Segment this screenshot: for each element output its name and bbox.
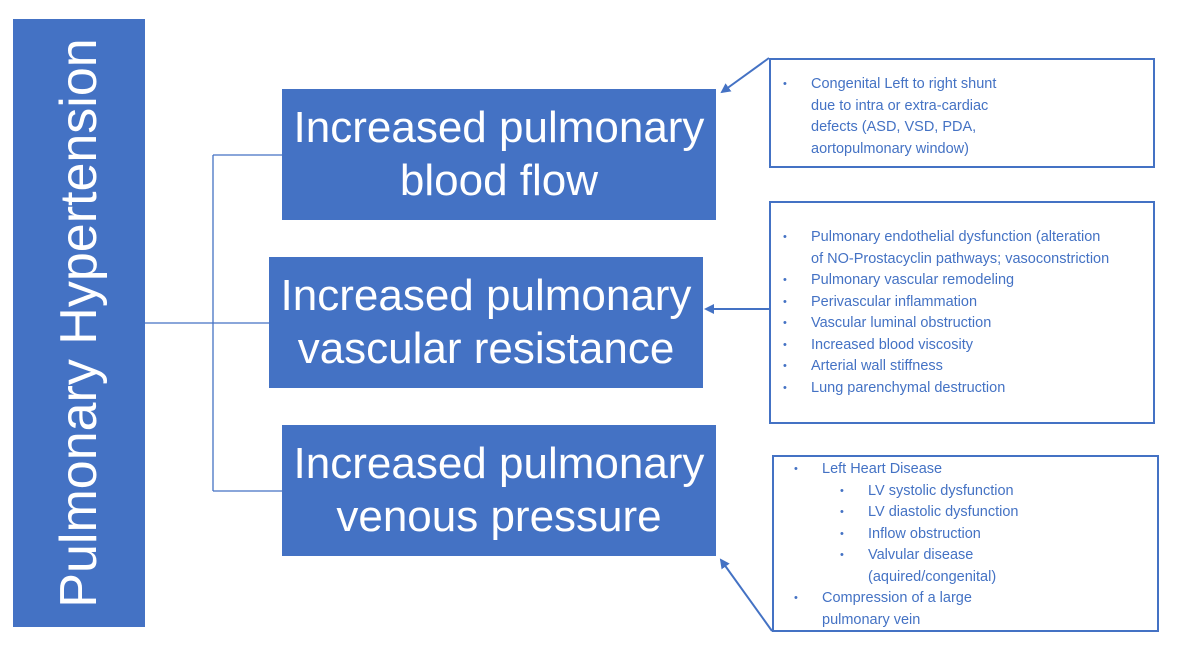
sub-list-item: •Inflow obstruction — [794, 524, 1149, 546]
bullet-icon: • — [840, 506, 844, 518]
bullet-icon: • — [783, 381, 787, 394]
bullet-icon: • — [840, 484, 844, 497]
cause-line: blood flow — [399, 155, 599, 205]
list-item: •Left Heart Disease — [794, 459, 1149, 481]
list-item: •Pulmonary vascular remodeling — [783, 270, 1149, 292]
bullet-icon: • — [840, 527, 844, 540]
cause-line: Increased pulmonary — [293, 438, 705, 488]
arrow-flow — [720, 57, 770, 94]
list-item-continuation: aortopulmonary window) — [811, 140, 969, 157]
cause-line: Increased pulmonary — [280, 270, 692, 320]
bullet-icon: • — [840, 549, 844, 561]
sub-list-item: •LV diastolic dysfunction — [794, 502, 1149, 524]
cause-box-blood-flow: Increased pulmonary blood flow — [282, 89, 716, 220]
detail-box-blood-flow: •Congenital Left to right shunt due to i… — [769, 58, 1155, 168]
bullet-icon: • — [783, 231, 787, 243]
cause-line: vascular resistance — [297, 323, 675, 373]
list-item-continuation: defects (ASD, VSD, PDA, — [811, 119, 977, 135]
sub-list-item-continuation: (aquired/congenital) — [868, 568, 997, 585]
bullet-icon: • — [783, 338, 787, 351]
sub-list-item: •LV systolic dysfunction — [794, 481, 1149, 503]
root-label: Pulmonary Hypertension — [50, 38, 108, 608]
detail-box-venous-pressure: •Left Heart Disease •LV systolic dysfunc… — [772, 455, 1159, 632]
bullet-icon: • — [794, 592, 798, 604]
bullet-icon: • — [783, 78, 787, 90]
bullet-icon: • — [783, 317, 787, 329]
list-item-continuation: due to intra or extra-cardiac — [811, 97, 989, 114]
list-item: •Compression of a large — [794, 588, 1149, 610]
sub-list-item: •Valvular disease — [794, 545, 1149, 567]
list-item: •Pulmonary endothelial dysfunction (alte… — [783, 227, 1149, 249]
list-item-continuation: pulmonary vein — [822, 611, 921, 628]
detail-box-vascular-resistance: •Pulmonary endothelial dysfunction (alte… — [769, 201, 1155, 424]
list-item: •Vascular luminal obstruction — [783, 313, 1149, 335]
list-item-continuation: of NO-Prostacyclin pathways; vasoconstri… — [811, 250, 1110, 267]
tree-bracket — [145, 154, 282, 492]
bullet-icon: • — [794, 463, 798, 475]
cause-line: Increased pulmonary — [293, 102, 705, 152]
root-box — [13, 19, 145, 627]
cause-box-venous-pressure: Increased pulmonary venous pressure — [282, 425, 716, 556]
arrow-venous — [719, 558, 773, 632]
bullet-icon: • — [783, 295, 787, 308]
list-item: •Increased blood viscosity — [783, 335, 1149, 357]
cause-line: venous pressure — [336, 491, 662, 541]
list-item: •Arterial wall stiffness — [783, 356, 1149, 378]
list-item: •Perivascular inflammation — [783, 292, 1149, 314]
bullet-icon: • — [783, 274, 787, 286]
list-item: •Lung parenchymal destruction — [783, 378, 1149, 400]
cause-box-vascular-resistance: Increased pulmonary vascular resistance — [269, 257, 703, 388]
bullet-icon: • — [783, 360, 787, 372]
list-item: •Congenital Left to right shunt — [783, 74, 1145, 96]
